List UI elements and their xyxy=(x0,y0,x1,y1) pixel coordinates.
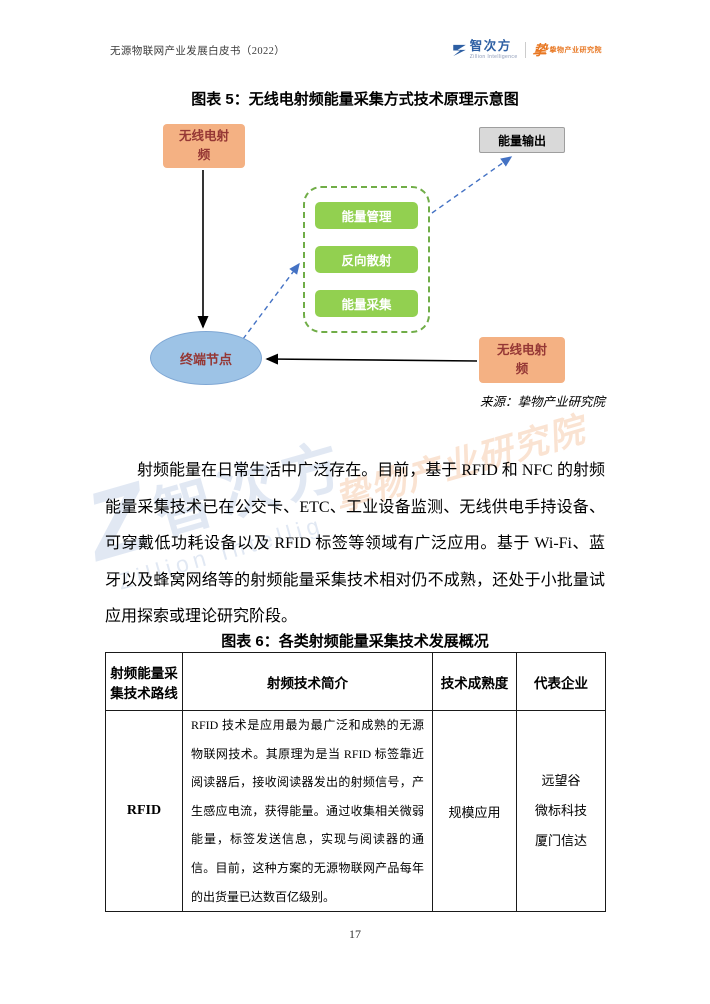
company-item: 微标科技 xyxy=(534,803,587,819)
cell-intro: RFID 技术是应用最为最广泛和成熟的无源物联网技术。其原理为是当 RFID 标… xyxy=(182,709,433,913)
node-rf-source-top: 无线电射频 xyxy=(163,124,245,168)
page-header: 无源物联网产业发展白皮书（2022） 智次方 Zillion Intellige… xyxy=(110,40,602,60)
brand-name: 智次方 xyxy=(469,39,512,54)
node-energy-management: 能量管理 xyxy=(315,202,418,229)
table-header-row: 射频能量采集技术路线 射频技术简介 技术成熟度 代表企业 xyxy=(105,652,606,711)
figure5-title: 图表 5：无线电射频能量采集方式技术原理示意图 xyxy=(191,91,519,108)
partner-logo: 挚 挚物产业研究院 xyxy=(531,40,603,60)
th-route: 射频能量采集技术路线 xyxy=(105,652,183,711)
table-row: RFID RFID 技术是应用最为最广泛和成熟的无源物联网技术。其原理为是当 R… xyxy=(105,709,606,913)
figure6-title: 图表 6：各类射频能量采集技术发展概况 xyxy=(221,633,489,650)
node-rf-source-right: 无线电射频 xyxy=(479,337,565,383)
partner-name: 挚物产业研究院 xyxy=(549,47,602,54)
cell-route: RFID xyxy=(105,709,183,913)
module-group: 能量管理 反向散射 能量采集 xyxy=(303,186,430,333)
logo-divider xyxy=(524,42,526,58)
page-number: 17 xyxy=(349,927,361,941)
body-paragraph: 射频能量在日常生活中广泛存在。目前，基于 RFID 和 NFC 的射频能量采集技… xyxy=(105,462,605,625)
figure5-diagram: 无线电射频 能量输出 能量管理 反向散射 能量采集 终端节点 无线电射频 xyxy=(105,115,605,400)
document-title: 无源物联网产业发展白皮书（2022） xyxy=(110,45,286,57)
th-intro: 射频技术简介 xyxy=(182,652,433,711)
node-energy-output: 能量输出 xyxy=(479,127,565,153)
th-companies: 代表企业 xyxy=(516,652,606,711)
figure6-table: 射频能量采集技术路线 射频技术简介 技术成熟度 代表企业 RFID RFID 技… xyxy=(105,652,606,913)
arrow-modules-to-output-dashed xyxy=(431,156,513,214)
brand-subtitle: Zillion Intelligence xyxy=(469,53,518,60)
cell-companies: 远望谷 微标科技 厦门信达 xyxy=(516,709,606,913)
brand-text: 智次方 Zillion Intelligence xyxy=(470,40,518,60)
cell-maturity: 规模应用 xyxy=(432,709,517,913)
partner-mark-icon: 挚 xyxy=(531,42,548,58)
intro-text: RFID 技术是应用最为最广泛和成熟的无源物联网技术。其原理为是当 RFID 标… xyxy=(191,718,424,904)
node-terminal: 终端节点 xyxy=(150,331,262,385)
th-maturity: 技术成熟度 xyxy=(432,652,517,711)
figure5-source: 来源：挚物产业研究院 xyxy=(479,395,605,409)
brand-z-icon xyxy=(453,44,466,56)
node-backscatter: 反向散射 xyxy=(315,246,418,273)
arrow-rfright-to-terminal xyxy=(265,353,478,365)
company-item: 厦门信达 xyxy=(534,833,587,849)
company-item: 远望谷 xyxy=(541,773,581,789)
node-energy-harvesting: 能量采集 xyxy=(315,290,418,317)
brand-logo: 智次方 Zillion Intelligence xyxy=(452,40,518,60)
header-logos: 智次方 Zillion Intelligence 挚 挚物产业研究院 xyxy=(452,40,602,60)
arrow-terminal-to-modules-dashed xyxy=(242,262,300,340)
